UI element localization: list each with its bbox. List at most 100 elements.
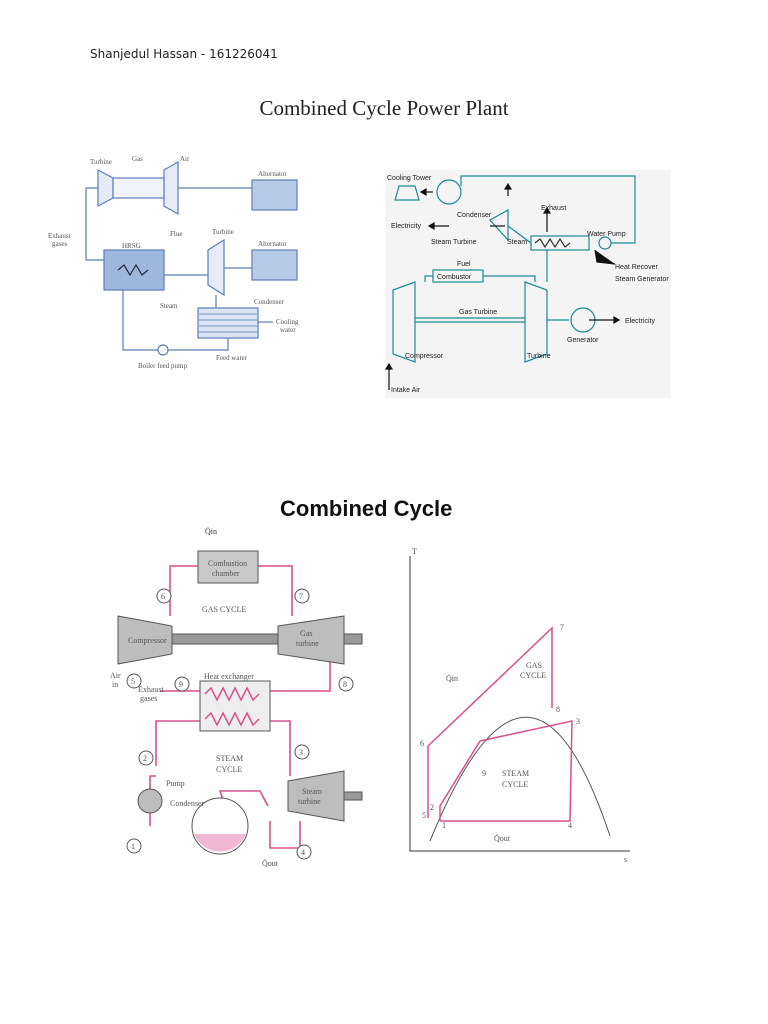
label-q-in: Q̇in [205,526,217,536]
page-title: Combined Cycle Power Plant [259,96,509,120]
label-cooling-tower: Cooling Tower [387,175,432,182]
label-alternator-1: Alternator [258,170,287,178]
label-exhaust-gases: gases [140,694,157,703]
ts-q-out: Q̇out [494,833,511,843]
steam-turbine-shape [207,238,225,297]
label-air: Air [110,671,121,680]
label-cooling-water: water [280,326,296,334]
combined-cycle-figure: Combined Cycle Q̇in Combustion chamber G… [90,476,650,876]
label-gas-cycle: GAS CYCLE [202,605,246,614]
label-compressor: Compressor [405,353,444,360]
label-steam: Steam [507,239,527,246]
gas-turbine-shape [524,281,548,363]
compressor-shape [117,615,173,665]
label-hrsg: HRSG [122,242,141,250]
label-air-in: in [112,680,118,689]
ts-point-9: 9 [482,769,486,778]
label-alternator-2: Alternator [258,240,287,248]
ts-point-3: 3 [576,717,580,726]
ts-gas-cycle-1: GAS [526,661,542,670]
label-turbine-2: Turbine [212,228,234,236]
label-steam-cycle-2: CYCLE [216,765,242,774]
condenser-circle [436,179,462,205]
label-turbine: Turbine [90,158,112,166]
state-2: 2 [143,754,147,763]
combustion-chamber-box [197,550,259,584]
label-flue: Flue [170,230,182,238]
state-9: 9 [179,680,183,689]
label-heat-recover: Heat Recover [615,264,658,271]
condenser-box [197,307,259,339]
ts-point-8: 8 [556,705,560,714]
label-exhaust-gases: gases [52,240,67,248]
label-steam-turbine-1: Steam [302,787,323,796]
ts-gas-cycle-2: CYCLE [520,671,546,680]
label-q-out: Q̇out [262,858,279,868]
state-8: 8 [343,680,347,689]
label-exhaust: Exhaust [48,232,71,240]
label-chamber: chamber [212,569,240,578]
label-fuel: Fuel [457,261,471,268]
gas-turbine-shape [277,615,345,665]
plant-schematic-figure: Turbine Gas Air Alternator Exhaust gases… [48,155,299,370]
ts-axis-s: s [624,855,627,864]
ts-point-2: 2 [430,803,434,812]
label-combustor: Combustor [437,274,472,281]
hrsg-box [103,249,165,291]
water-pump-circle [598,236,612,250]
label-intake-air: Intake Air [391,387,421,394]
label-condenser: Condenser [170,799,205,808]
label-boiler-feed-pump: Boiler feed pump [138,362,187,370]
label-compressor: Compressor [128,636,167,645]
label-air: Air [180,155,190,163]
label-gas: Gas [132,155,143,163]
label-exhaust: Exhaust [138,685,165,694]
state-3: 3 [299,748,303,757]
steam-turbine-shape [489,208,509,242]
ts-steam-cycle-1: STEAM [502,769,529,778]
gt-compressor-shape [163,160,179,216]
state-5: 5 [131,677,135,686]
label-gas-turbine: Gas Turbine [459,309,497,316]
ts-q-in: Q̇in [446,673,458,683]
feed-pump-circle [157,344,169,356]
label-steam-turbine-2: turbine [298,797,321,806]
label-condenser: Condenser [254,298,285,306]
label-generator: Generator [567,337,599,344]
label-steam: Steam [160,302,178,310]
label-exhaust: Exhaust [541,205,566,212]
ts-point-5: 5 [422,811,426,820]
label-turbine: Turbine [527,353,551,360]
saturation-dome [429,716,611,842]
label-pump: Pump [166,779,185,788]
ts-point-6: 6 [420,739,424,748]
ts-point-7: 7 [560,623,564,632]
label-steam-generator: Steam Generator [615,276,669,283]
gt-turbine-shape [97,169,114,207]
label-steam-turbine: Steam Turbine [431,239,477,246]
ts-point-1: 1 [442,821,446,830]
pump-circle [137,788,163,814]
compressor-shape [392,281,416,363]
label-gas-turbine-2: turbine [296,639,319,648]
author-line: Shanjedul Hassan - 161226041 [90,47,278,61]
state-1: 1 [131,842,135,851]
cooling-tower-shape [394,185,420,201]
ts-steam-cycle-2: CYCLE [502,780,528,789]
label-electricity-1: Electricity [391,223,421,230]
label-electricity-2: Electricity [625,318,655,325]
label-condenser: Condenser [457,212,492,219]
label-feed-water: Feed water [216,354,248,362]
label-gas-turbine-1: Gas [300,629,312,638]
label-water-pump: Water Pump [587,231,626,238]
ts-point-4: 4 [568,821,572,830]
figure-title: Combined Cycle [280,496,452,521]
ts-axes [409,556,630,852]
state-4: 4 [301,848,305,857]
label-steam-cycle-1: STEAM [216,754,243,763]
ts-axis-T: T [412,547,417,556]
steam-turbine-shape [287,770,345,822]
alternator-1-box [251,179,298,211]
state-7: 7 [299,592,303,601]
state-6: 6 [161,592,165,601]
